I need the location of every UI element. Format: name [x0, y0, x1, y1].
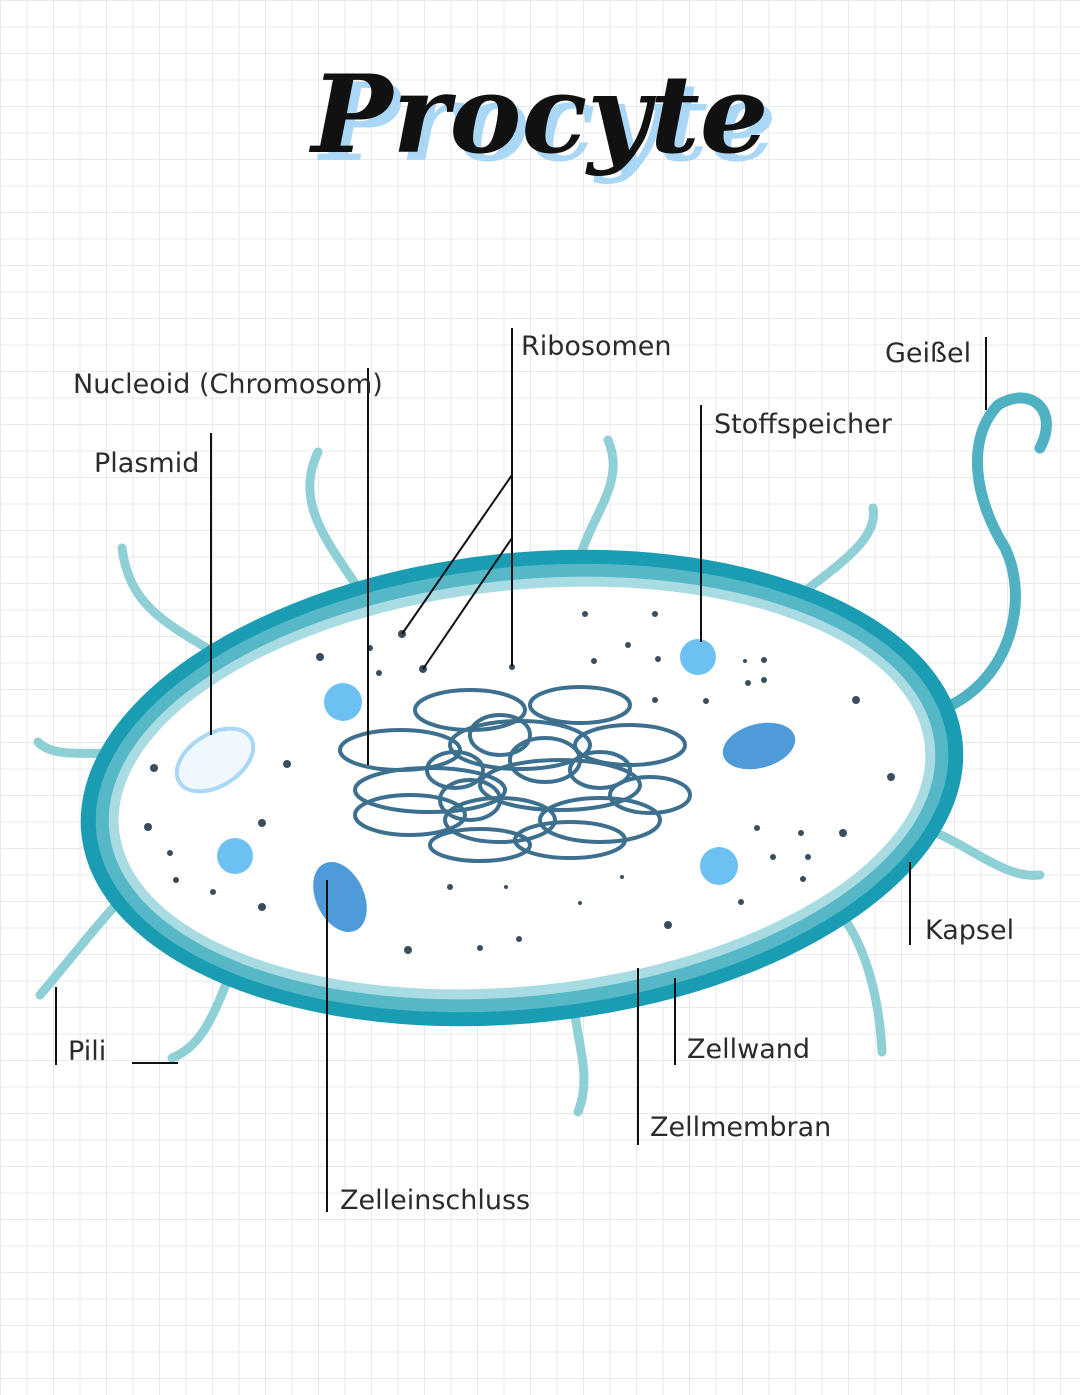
storage-granule: [324, 683, 362, 721]
leader-lines: [55, 328, 987, 1212]
storage-granule: [217, 838, 253, 874]
flagellum: [939, 392, 1052, 714]
label-zellmembran: Zellmembran: [650, 1112, 831, 1143]
label-zelleinschluss: Zelleinschluss: [340, 1185, 530, 1216]
storage-granule: [680, 639, 716, 675]
label-stoffspeicher: Stoffspeicher: [714, 409, 893, 440]
labels: Ribosomen Geißel Nucleoid (Chromosom) St…: [68, 331, 1014, 1216]
label-plasmid: Plasmid: [94, 448, 199, 479]
label-zellwand: Zellwand: [687, 1034, 810, 1065]
plasmid: [174, 726, 256, 794]
leader-ribosomen-a: [401, 474, 513, 635]
inclusion-body: [722, 722, 796, 770]
leader-ribosomen-b: [422, 537, 513, 670]
label-geissel: Geißel: [885, 338, 971, 369]
page-title: Procyte: [308, 52, 768, 178]
storage-granules: [217, 639, 738, 885]
ribosomes: [144, 611, 895, 954]
pilus: [833, 905, 887, 1057]
title-group: Procyte Procyte: [308, 52, 776, 186]
label-pili: Pili: [68, 1036, 106, 1067]
label-ribosomen: Ribosomen: [521, 331, 672, 362]
label-kapsel: Kapsel: [925, 915, 1014, 946]
label-nucleoid: Nucleoid (Chromosom): [73, 369, 383, 400]
nucleoid: [338, 685, 692, 863]
storage-granule: [700, 847, 738, 885]
title-shadow: Procyte: [316, 60, 776, 186]
